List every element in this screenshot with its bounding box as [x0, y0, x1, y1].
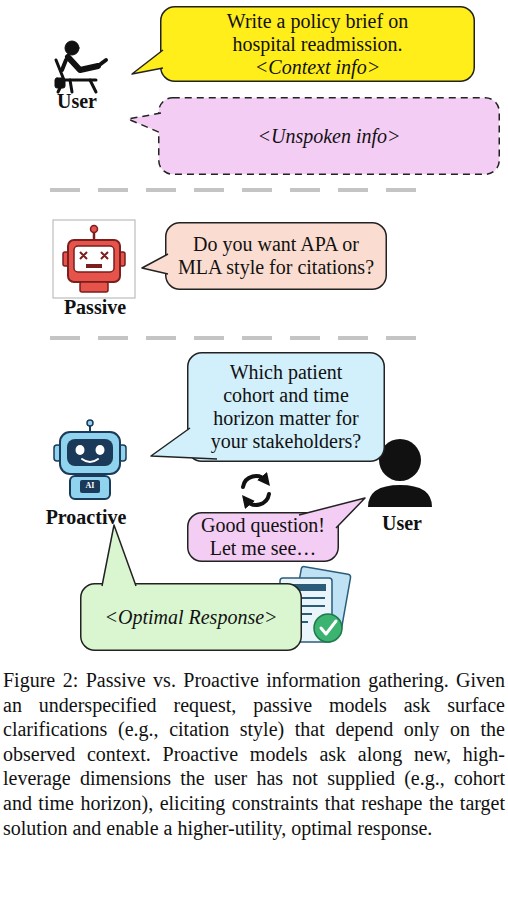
bubble-content: Which patient cohort and time horizon ma…	[187, 352, 385, 462]
speech-bubble: Good question! Let me see…	[187, 512, 339, 562]
bubble-text: Good question! Let me see…	[195, 514, 331, 560]
bubble-text: Do you want APA or MLA style for citatio…	[171, 233, 381, 279]
bubble-tail	[132, 50, 163, 74]
bubble-tail	[151, 428, 217, 459]
bubble-tail	[128, 113, 161, 133]
speech-bubble: Which patient cohort and time horizon ma…	[187, 352, 385, 462]
bubble-body	[81, 584, 302, 651]
bubble-tail-fill	[132, 50, 163, 74]
bubble-content: Write a policy brief on hospital readmis…	[160, 6, 475, 82]
bubble-body	[166, 223, 387, 290]
bubble-tail-fill	[128, 113, 161, 133]
bubble-body	[188, 513, 339, 562]
bubble-text: <Unspoken info>	[257, 125, 400, 148]
bubble-text: <Context info>	[255, 56, 380, 79]
agent-label: Proactive	[26, 505, 146, 529]
speech-bubble: Write a policy brief on hospital readmis…	[160, 6, 475, 82]
bubble-content: <Optimal Response>	[80, 583, 302, 651]
user-reclining-icon	[55, 41, 106, 92]
bubble-text: Write a policy brief on hospital readmis…	[202, 10, 433, 56]
bubble-content: <Unspoken info>	[158, 97, 500, 175]
speech-bubble: <Optimal Response>	[80, 583, 302, 651]
bubble-body	[161, 7, 475, 82]
actor-label: User	[17, 89, 137, 113]
bubble-body	[159, 98, 500, 175]
bubble-tail-fill	[102, 525, 136, 586]
bubble-content: Good question! Let me see…	[187, 512, 339, 562]
bubble-content: Do you want APA or MLA style for citatio…	[165, 222, 387, 290]
section-separator	[50, 188, 418, 192]
agent-label: Passive	[35, 295, 155, 319]
bubble-body	[188, 353, 385, 462]
cycle-arrows-icon	[243, 476, 269, 505]
bubble-text: <Optimal Response>	[104, 606, 277, 629]
speech-bubble: <Unspoken info>	[158, 97, 500, 175]
figure-caption: Figure 2: Passive vs. Proactive informat…	[3, 668, 505, 840]
bubble-tail-fill	[151, 428, 217, 459]
bubble-tail	[142, 254, 168, 274]
robot-chest-text: AI	[30, 481, 150, 491]
section-separator	[50, 336, 418, 340]
speech-bubble: Do you want APA or MLA style for citatio…	[165, 222, 387, 290]
actor-label: User	[342, 511, 462, 535]
passive-robot-icon	[53, 220, 135, 298]
bubble-tail	[102, 525, 136, 586]
bubble-tail-fill	[142, 254, 168, 274]
bubble-text: Which patient cohort and time horizon ma…	[206, 361, 366, 453]
